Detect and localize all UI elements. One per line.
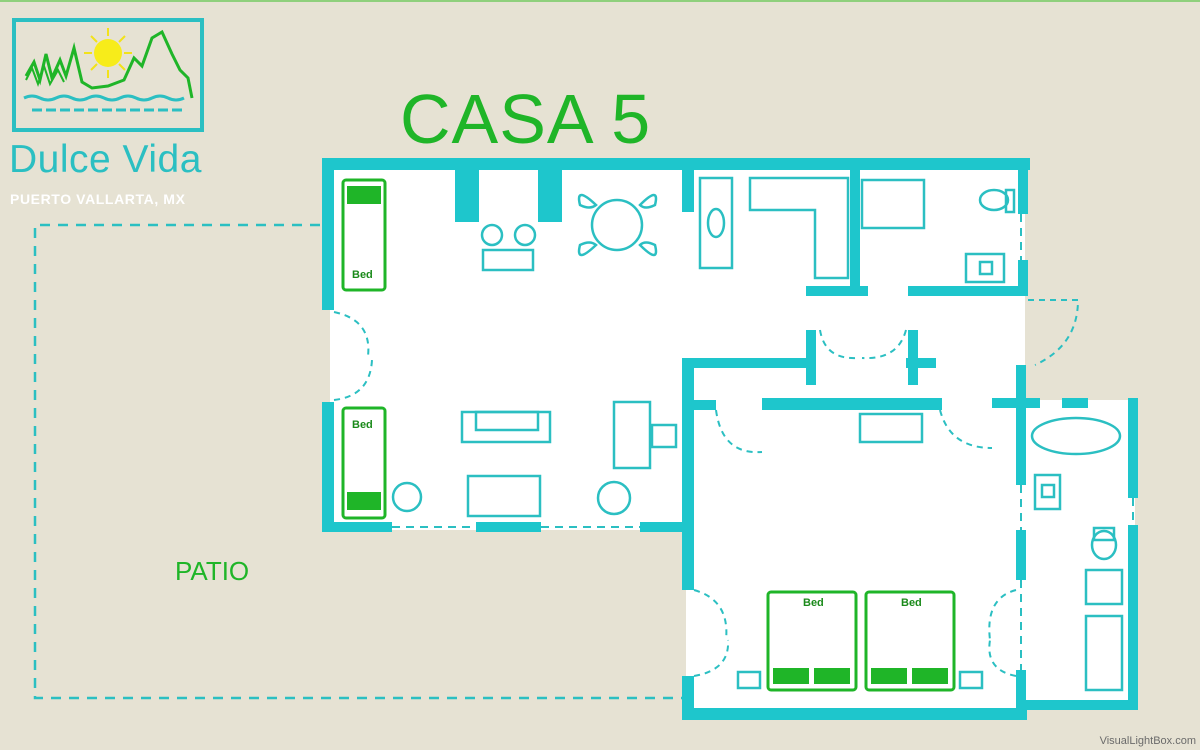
mountain-sun-logo-icon	[12, 18, 204, 132]
bed-label-2: Bed	[352, 419, 373, 431]
double-bed-right: Bed	[864, 590, 956, 692]
walls	[322, 158, 1138, 720]
beds: Bed Bed Bed Bed	[341, 178, 956, 692]
brand-location: PUERTO VALLARTA, MX	[10, 191, 186, 207]
double-bed-left: Bed	[766, 590, 858, 692]
brand-name: Dulce Vida	[9, 138, 202, 181]
single-bed-lower: Bed	[341, 406, 387, 520]
patio-outline	[33, 223, 686, 700]
doors	[333, 299, 1080, 677]
floorplan-title: CASA 5	[400, 80, 652, 158]
bed-label-3: Bed	[803, 597, 824, 609]
bed-label-1: Bed	[352, 269, 373, 281]
patio-label: PATIO	[175, 556, 250, 586]
windows	[392, 214, 1134, 670]
bed-label-4: Bed	[901, 597, 922, 609]
watermark[interactable]: VisualLightBox.com	[1099, 735, 1196, 747]
furniture	[391, 176, 1124, 692]
single-bed-upper: Bed	[341, 178, 387, 292]
